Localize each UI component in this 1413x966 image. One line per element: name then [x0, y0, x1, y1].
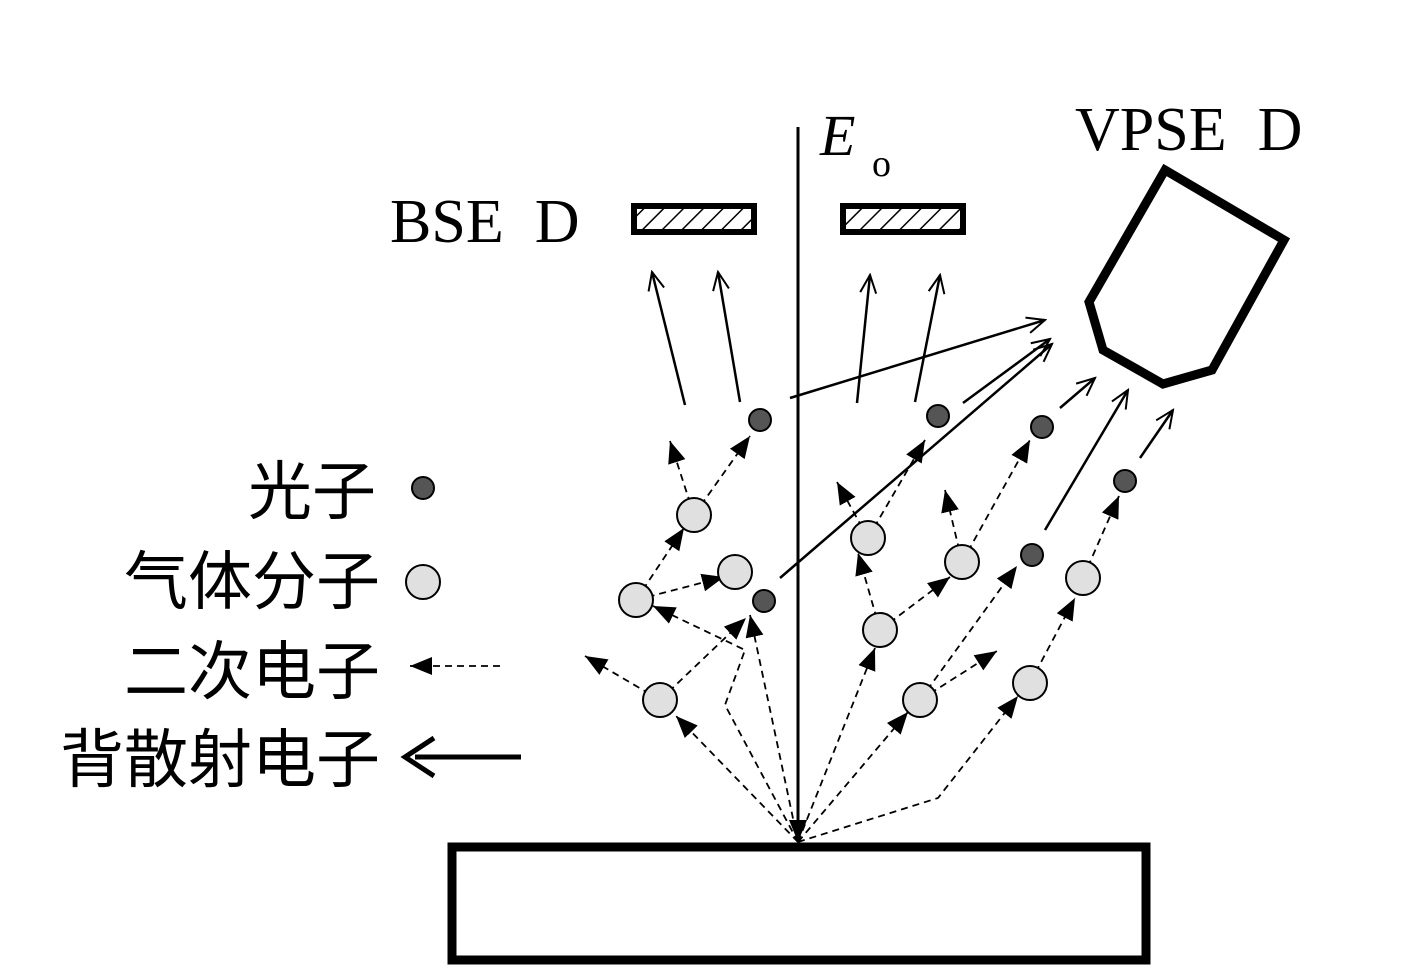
legend-label-backscattered-electron: 背散射电子 [60, 724, 380, 798]
vpse-detector-label: VPSE D [1075, 96, 1302, 164]
photon [752, 589, 776, 613]
gas-molecule [1065, 560, 1101, 596]
gas-molecule [642, 682, 678, 718]
gas-molecule [1012, 665, 1048, 701]
legend-label-photon: 光子 [248, 456, 376, 530]
gas-molecules [618, 497, 1101, 718]
bse-detector-label: BSE D [390, 188, 579, 256]
gas-molecule [717, 554, 753, 590]
sample-block [447, 842, 1151, 965]
gas-molecule [862, 612, 898, 648]
photon [926, 404, 950, 428]
legend: 光子 气体分子 二次电子 背散射电子 [60, 456, 521, 798]
gas-molecule [944, 544, 980, 580]
legend-symbol-photon [411, 476, 435, 500]
beam-label: E [819, 103, 855, 168]
bse-detector-left-plate [631, 203, 757, 235]
secondary-electron-paths [584, 435, 1120, 843]
legend-label-secondary-electron: 二次电子 [124, 636, 380, 710]
gas-molecule [676, 497, 712, 533]
legend-symbol-gas-molecule [405, 564, 441, 600]
bse-detector-right-plate [840, 203, 966, 235]
gas-molecule [618, 582, 654, 618]
gas-molecule [850, 520, 886, 556]
legend-label-gas-molecule: 气体分子 [124, 546, 380, 620]
photon [1030, 415, 1054, 439]
gas-molecule [902, 682, 938, 718]
beam-label-subscript: o [872, 143, 891, 185]
photons [748, 404, 1137, 613]
vpse-detector [1084, 163, 1291, 389]
photon [1020, 543, 1044, 567]
photon [748, 408, 772, 432]
legend-symbol-backscattered-electron [400, 735, 521, 779]
photon [1113, 469, 1137, 493]
